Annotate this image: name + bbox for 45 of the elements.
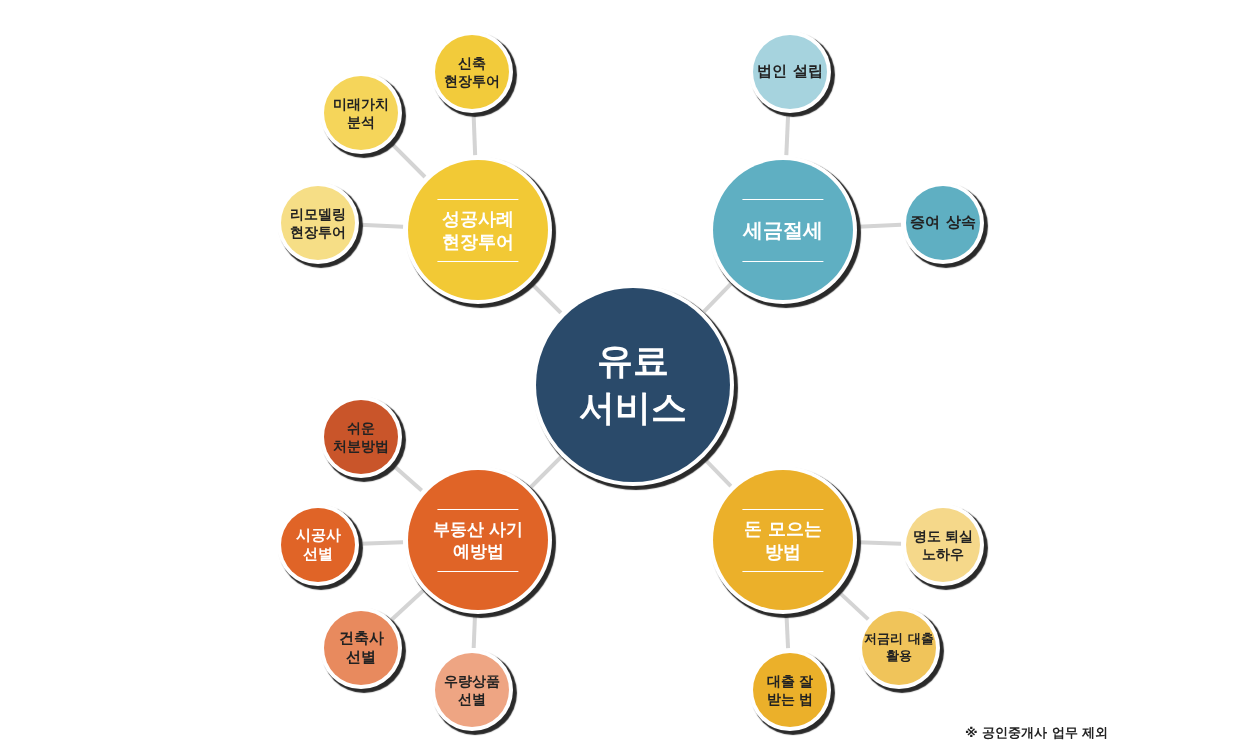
node-label: 성공사례 현장투어 — [441, 206, 515, 254]
subtopic-circle — [324, 76, 398, 150]
subtopic-circle — [753, 35, 827, 109]
node-label: 건축사 선별 — [337, 628, 385, 668]
node-label: 쉬운 처분방법 — [332, 418, 390, 456]
node-label: 신축 현장투어 — [443, 53, 501, 91]
connector-line — [529, 281, 563, 315]
subtopic-circle — [281, 186, 355, 260]
node-label: 세금절세 — [741, 217, 824, 243]
subtopic-circle — [862, 611, 936, 685]
node-label: 우량상품 선별 — [443, 671, 501, 709]
connector-line — [391, 463, 424, 492]
node-label: 증여 상속 — [909, 213, 977, 233]
subtopic-circle — [281, 508, 355, 582]
node-label: 돈 모으는 방법 — [742, 516, 824, 564]
subtopic-circle — [435, 653, 509, 727]
subtopic-circle — [906, 186, 980, 260]
connector-line — [702, 282, 733, 314]
node-label: 부동산 사기 예방법 — [431, 517, 525, 563]
subtopic-circle — [906, 508, 980, 582]
node-label: 리모델링 현장투어 — [289, 204, 347, 242]
node-label: 저금리 대출 활용 — [864, 631, 934, 665]
node-label: 명도 퇴실 노하우 — [911, 526, 975, 564]
subtopic-circle — [435, 35, 509, 109]
connector-line — [471, 113, 478, 156]
connector-line — [784, 614, 791, 649]
connector-line — [836, 589, 870, 621]
connector-line — [529, 455, 563, 489]
connector-line — [390, 589, 425, 621]
connector-line — [359, 540, 404, 546]
center-title: 유료 서비스 — [578, 339, 688, 430]
connector-line — [857, 222, 902, 229]
subtopic-circle — [753, 653, 827, 727]
connector-line — [359, 222, 404, 229]
connector-line — [702, 456, 733, 488]
footnote: ※ 공인중개사 업무 제외 — [965, 724, 1109, 742]
connector-line — [857, 540, 902, 546]
node-label: 미래가치 분석 — [332, 94, 390, 132]
connector-line — [471, 614, 477, 649]
subtopic-circle — [324, 400, 398, 474]
node-label: 시공사 선별 — [294, 525, 342, 565]
node-label: 대출 잘 받는 법 — [765, 671, 815, 709]
subtopic-circle — [324, 611, 398, 685]
node-label: 법인 설립 — [756, 62, 824, 82]
connector-line — [784, 113, 791, 156]
